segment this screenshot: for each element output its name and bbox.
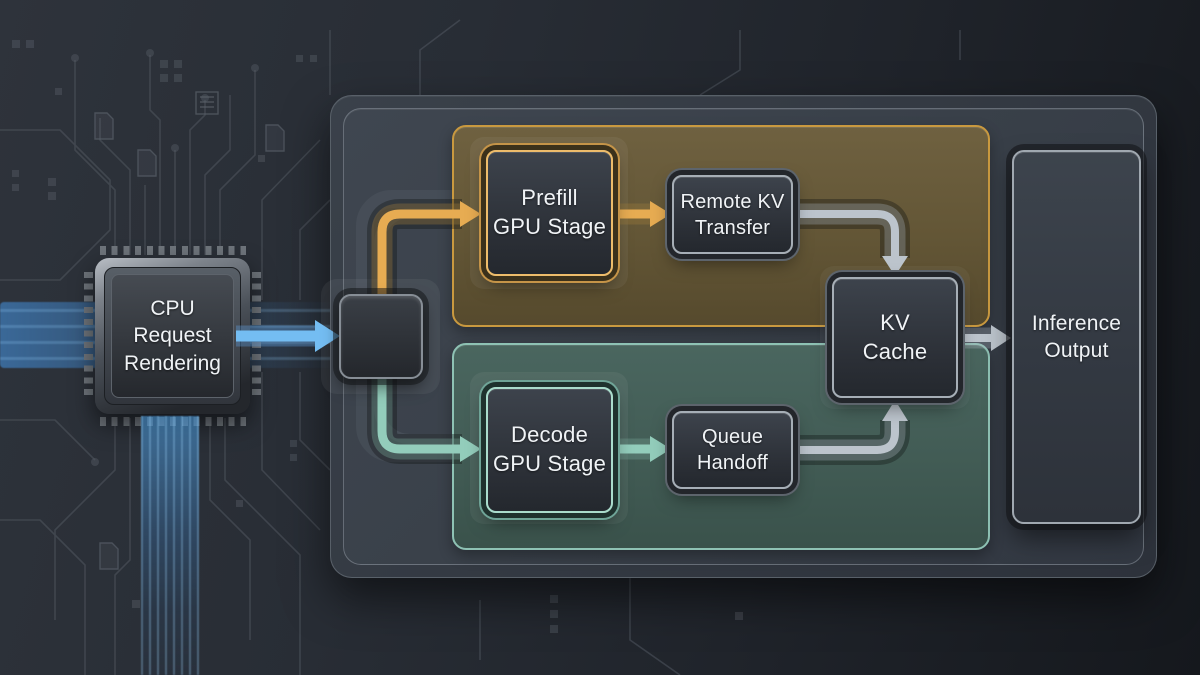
kv-cache-label: KV Cache	[862, 309, 928, 364]
inference-output-node: Inference Output	[1012, 150, 1141, 524]
kv-cache-node: KV Cache	[832, 277, 958, 398]
prefill-gpu-stage-node: Prefill GPU Stage	[486, 150, 613, 276]
decode-gpu-stage-label: Decode GPU Stage	[492, 422, 607, 476]
cpu-pins-right	[252, 272, 261, 400]
decode-gpu-stage-node: Decode GPU Stage	[486, 387, 613, 513]
cpu-pins-top	[100, 246, 246, 255]
chip-icon	[195, 91, 219, 115]
cpu-pins-left	[84, 272, 93, 400]
cpu-node-label: CPU Request Rendering	[124, 297, 221, 375]
router-node	[339, 294, 423, 379]
cpu-node: CPU Request Rendering	[111, 274, 234, 398]
queue-handoff-label: Queue Handoff	[696, 426, 769, 474]
data-stream-vertical	[141, 416, 199, 675]
remote-kv-transfer-node: Remote KV Transfer	[672, 175, 793, 254]
inference-output-label: Inference Output	[1031, 311, 1122, 362]
queue-handoff-node: Queue Handoff	[672, 411, 793, 489]
prefill-gpu-stage-label: Prefill GPU Stage	[492, 185, 607, 239]
remote-kv-transfer-label: Remote KV Transfer	[680, 190, 785, 239]
